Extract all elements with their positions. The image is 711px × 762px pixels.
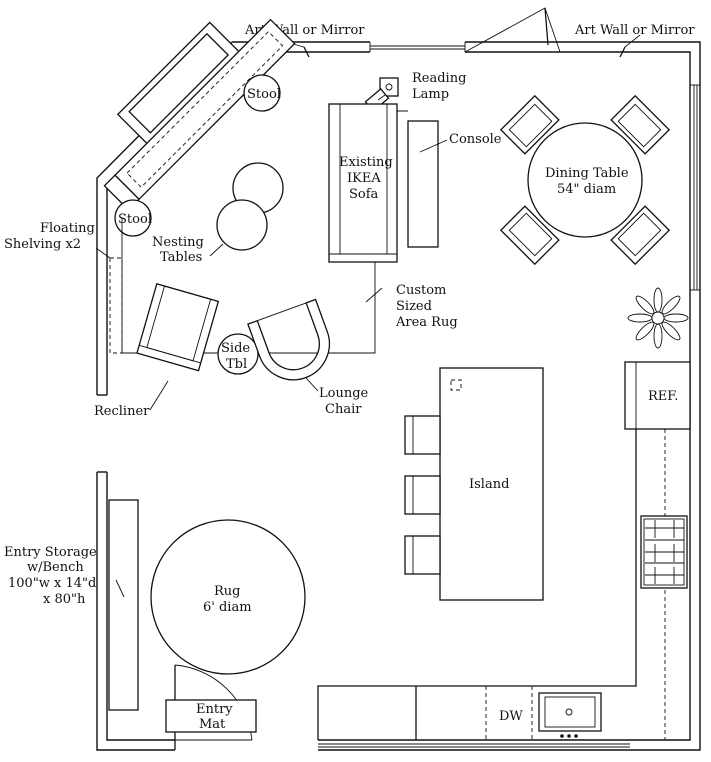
dining-table-label: Dining Table [545,166,629,181]
recliner-leader [149,380,169,411]
island-label: Island [469,477,509,492]
stool-bottom-label: Stool [118,212,152,227]
dining-table-label-2: 54" diam [557,182,616,197]
sofa-label-2: IKEA [347,171,381,186]
cooktop[interactable] [640,515,688,589]
floating-shelving-label-2: Shelving x2 [4,237,81,252]
balcony-door[interactable] [464,7,561,53]
console[interactable] [407,120,448,248]
nesting-tables[interactable] [209,162,284,257]
entry-storage[interactable] [108,499,139,711]
diagonal-bench[interactable] [75,0,296,211]
side-table-label-2: Tbl [226,357,247,372]
window-right [690,84,700,291]
refrigerator[interactable]: REF. [624,361,691,430]
entry-mat[interactable]: Entry Mat [165,699,257,733]
round-rug[interactable]: Rug 6' diam [150,519,306,675]
art-wall-right-marker [619,46,626,58]
stool-top[interactable]: Stool [243,74,281,112]
art-wall-right-label: Art Wall or Mirror [574,23,695,38]
bar-stools[interactable] [404,415,441,575]
dining-table[interactable]: Dining Table 54" diam [451,46,711,315]
sofa-label-3: Sofa [349,187,379,202]
reading-lamp-label-2: Lamp [412,87,449,102]
lounge-chair-label: Lounge [319,386,369,401]
floating-shelving-label: Floating [40,221,95,236]
entry-storage-label-3: 100"w x 14"d [8,576,96,591]
refrigerator-label: REF. [648,389,678,404]
entry-storage-label: Entry Storage [4,545,97,560]
console-label: Console [449,132,502,147]
reading-lamp-label: Reading [412,71,466,86]
area-rug-label: Custom [396,283,446,298]
kitchen-counter [317,429,666,740]
side-table[interactable]: Side Tbl [217,333,259,375]
art-wall-left-marker [303,46,310,58]
area-rug-label-3: Area Rug [395,315,458,330]
floating-shelving [95,247,123,354]
lounge-chair-label-2: Chair [325,402,362,417]
window-bottom [318,743,630,748]
rug-label: Rug [214,584,240,599]
lounge-chair[interactable] [247,298,340,389]
plant-icon [627,287,689,349]
area-rug-label-2: Sized [396,299,432,314]
entry-mat-label: Entry [196,702,233,717]
rug-label-2: 6' diam [203,600,252,615]
sink[interactable] [538,692,602,738]
stool-top-label: Stool [247,87,281,102]
entry-storage-label-4: x 80"h [43,592,86,607]
entry-storage-label-2: w/Bench [27,560,84,575]
dishwasher-label: DW [499,709,523,724]
nesting-tables-label-2: Tables [160,250,202,265]
stool-bottom[interactable]: Stool [114,199,152,237]
side-table-label: Side [221,341,250,356]
island[interactable]: Island [439,367,544,601]
nesting-tables-label: Nesting [152,235,204,250]
recliner-label: Recliner [94,404,150,419]
sofa-label: Existing [339,155,393,170]
entry-mat-label-2: Mat [199,717,226,732]
sofa[interactable]: Existing IKEA Sofa [328,103,398,263]
recliner[interactable] [136,283,220,372]
window-top-left [369,42,466,52]
lounge-chair-leader [305,377,319,392]
